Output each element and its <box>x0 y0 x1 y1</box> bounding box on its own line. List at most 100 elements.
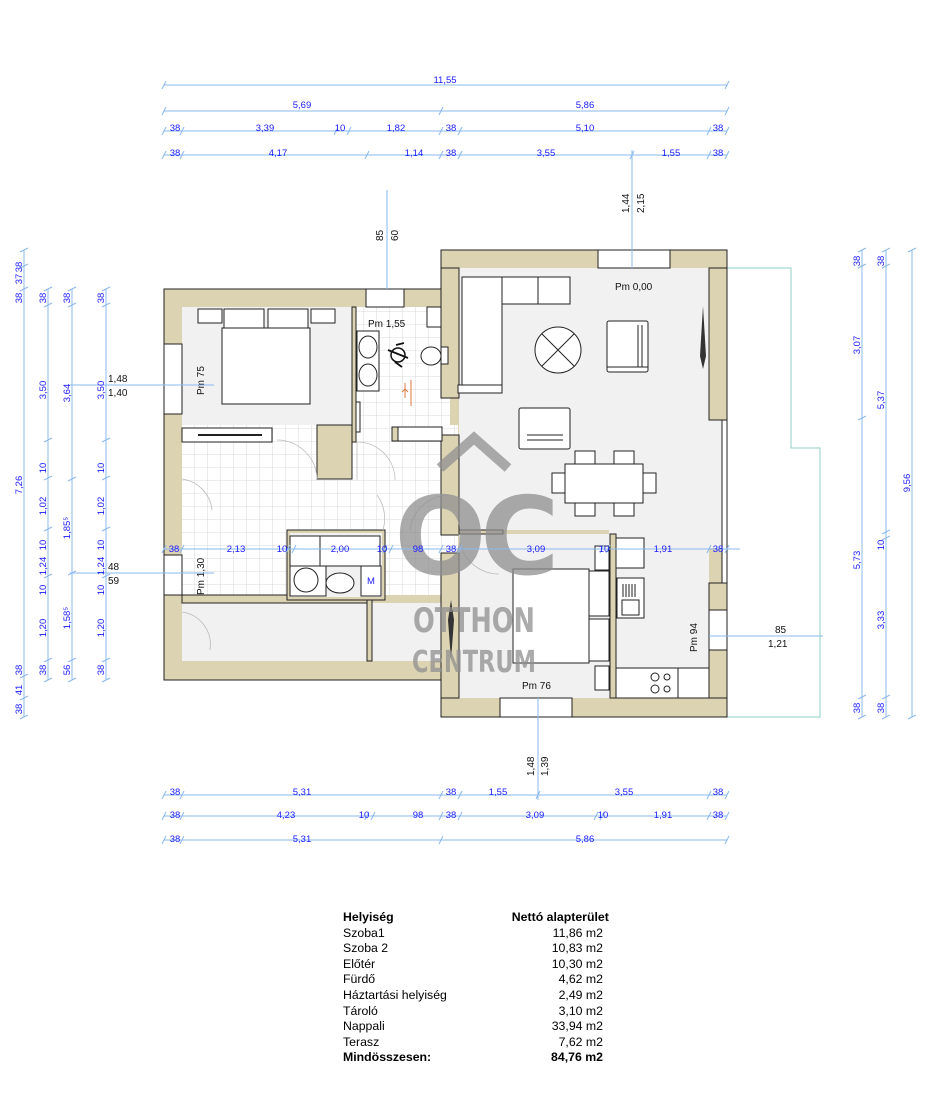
svg-text:10: 10 <box>96 585 107 596</box>
svg-text:2,00: 2,00 <box>331 544 350 555</box>
svg-text:98: 98 <box>413 544 424 555</box>
svg-text:38: 38 <box>713 123 724 134</box>
svg-text:38: 38 <box>713 544 724 555</box>
svg-text:3,50: 3,50 <box>38 381 49 400</box>
room-name: Terasz <box>343 1034 380 1049</box>
svg-text:38: 38 <box>38 665 49 676</box>
svg-text:2,15: 2,15 <box>636 193 647 213</box>
svg-text:7,26: 7,26 <box>14 476 25 495</box>
room-name: Szoba1 <box>343 925 385 940</box>
svg-text:OTTHON: OTTHON <box>413 601 535 641</box>
svg-text:38: 38 <box>446 787 457 798</box>
svg-text:3,07: 3,07 <box>852 336 863 355</box>
svg-text:1,21: 1,21 <box>768 639 788 650</box>
room-area: 3,10 m2 <box>558 1003 603 1018</box>
svg-text:38: 38 <box>96 293 107 304</box>
svg-text:38: 38 <box>446 123 457 134</box>
total-label: Mindösszesen: <box>343 1050 432 1065</box>
room-area: 2,49 m2 <box>558 987 603 1002</box>
basin <box>325 572 355 594</box>
svg-text:4,23: 4,23 <box>277 810 296 821</box>
svg-text:10: 10 <box>876 540 887 551</box>
room-labels: Pm 75 Pm 1,55 Pm 0,00 Pm 1,30 Pm 76 Pm 9… <box>196 282 700 692</box>
svg-text:38: 38 <box>170 834 181 845</box>
svg-text:1,40: 1,40 <box>108 388 128 399</box>
svg-text:1,48: 1,48 <box>526 756 537 776</box>
terrace-door <box>721 419 728 584</box>
svg-text:5,69: 5,69 <box>293 100 312 111</box>
area-row: Szoba 2 10,83 m2 <box>343 941 603 957</box>
living-window <box>597 249 671 269</box>
roof-icon <box>436 431 512 472</box>
svg-text:10: 10 <box>277 544 288 555</box>
svg-text:10: 10 <box>599 544 610 555</box>
hall-window <box>163 554 183 596</box>
svg-text:1,82: 1,82 <box>387 123 406 134</box>
svg-text:1,55: 1,55 <box>489 787 508 798</box>
room-area: 33,94 m2 <box>551 1019 603 1034</box>
label-hall: Pm 1,30 <box>196 557 207 595</box>
svg-text:38: 38 <box>446 810 457 821</box>
svg-text:38: 38 <box>38 293 49 304</box>
svg-text:3,09: 3,09 <box>526 810 545 821</box>
svg-text:5,31: 5,31 <box>293 787 312 798</box>
svg-text:3,64: 3,64 <box>62 384 73 403</box>
windows <box>163 249 728 718</box>
svg-text:41: 41 <box>14 685 25 696</box>
living-floor <box>459 268 727 548</box>
bedroom1-window <box>163 343 183 415</box>
area-row: Fürdő 4,62 m2 <box>343 972 603 988</box>
washing-machine <box>293 567 319 593</box>
svg-text:1,91: 1,91 <box>654 544 673 555</box>
svg-text:1,39: 1,39 <box>540 756 551 776</box>
svg-text:38: 38 <box>170 810 181 821</box>
round-coffee-table <box>534 326 582 374</box>
svg-text:38: 38 <box>14 704 25 715</box>
svg-text:59: 59 <box>108 576 120 587</box>
svg-text:85: 85 <box>375 229 386 241</box>
room-area: 7,62 m2 <box>558 1034 603 1049</box>
svg-text:1,55: 1,55 <box>662 148 681 159</box>
svg-text:4,17: 4,17 <box>269 148 288 159</box>
room-name: Nappali <box>343 1019 385 1034</box>
header-room: Helyiség <box>343 910 394 924</box>
svg-text:3,55: 3,55 <box>615 787 634 798</box>
svg-text:38: 38 <box>852 256 863 267</box>
svg-text:1,24: 1,24 <box>38 557 49 576</box>
svg-text:5,86: 5,86 <box>576 834 595 845</box>
svg-text:10: 10 <box>38 463 49 474</box>
svg-text:1,91: 1,91 <box>654 810 673 821</box>
svg-text:9,56: 9,56 <box>902 474 913 493</box>
room-name: Fürdő <box>343 972 376 987</box>
svg-text:38: 38 <box>446 544 457 555</box>
room-area: 4,62 m2 <box>558 972 603 987</box>
svg-text:10: 10 <box>377 544 388 555</box>
cooktop <box>650 672 671 694</box>
svg-text:1,14: 1,14 <box>405 148 424 159</box>
bathroom-window <box>365 288 405 308</box>
svg-text:38: 38 <box>170 148 181 159</box>
svg-text:5,37: 5,37 <box>876 391 887 410</box>
dining-table <box>551 450 657 517</box>
svg-text:38: 38 <box>170 787 181 798</box>
label-living: Pm 0,00 <box>615 282 653 293</box>
otthon-centrum-watermark: OC OTTHON CENTRUM <box>394 431 560 680</box>
svg-text:38: 38 <box>446 148 457 159</box>
svg-text:38: 38 <box>169 544 180 555</box>
room-area: 10,83 m2 <box>551 941 603 956</box>
door-arcs <box>181 439 500 651</box>
svg-text:1,85⁵: 1,85⁵ <box>62 517 73 539</box>
label-bathroom: Pm 1,55 <box>368 319 406 330</box>
svg-text:1,20: 1,20 <box>38 619 49 638</box>
svg-text:5,86: 5,86 <box>576 100 595 111</box>
svg-text:38: 38 <box>713 810 724 821</box>
area-row: Háztartási helyiség 2,49 m2 <box>343 988 603 1004</box>
svg-text:38: 38 <box>713 787 724 798</box>
double-bed-1 <box>197 308 336 405</box>
svg-text:1,58⁵: 1,58⁵ <box>62 607 73 629</box>
svg-text:38: 38 <box>876 703 887 714</box>
svg-text:1,48: 1,48 <box>108 374 128 385</box>
tv-2 <box>448 600 454 660</box>
svg-text:1,44: 1,44 <box>621 193 632 213</box>
svg-text:1,02: 1,02 <box>96 497 107 516</box>
